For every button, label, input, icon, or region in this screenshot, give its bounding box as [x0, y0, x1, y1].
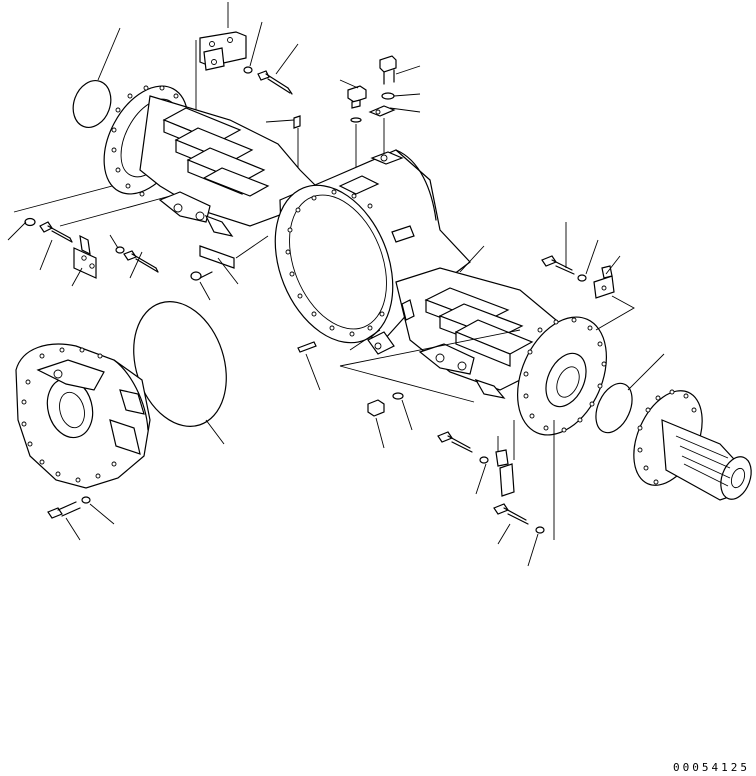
- right-flange-bolt-holes: [523, 317, 607, 433]
- axle-shaft: [633, 389, 752, 501]
- axle-housing: [103, 85, 607, 436]
- shaft-flange-bolt-holes: [637, 389, 697, 485]
- left-bolt-group: [7, 175, 171, 287]
- left-flange-bolt-holes: [111, 85, 189, 197]
- center-lower-parts: [297, 341, 413, 449]
- lower-right-bolt-group: [437, 420, 555, 567]
- o-ring-left: [72, 80, 112, 128]
- left-ribs: [162, 107, 270, 197]
- right-ribs: [424, 287, 534, 367]
- o-ring-right: [595, 382, 633, 434]
- differential-carrier: [15, 343, 151, 489]
- nameplate-group: [190, 245, 239, 301]
- top-bracket-group: [195, 2, 299, 110]
- center-flange-bolt-holes: [285, 189, 385, 337]
- carrier-bolt-group: [47, 496, 115, 541]
- carrier-bolt-holes: [21, 347, 117, 483]
- right-bolt-group: [541, 222, 635, 331]
- top-center-parts: [265, 55, 421, 178]
- drawing-number: 00054125: [673, 761, 750, 774]
